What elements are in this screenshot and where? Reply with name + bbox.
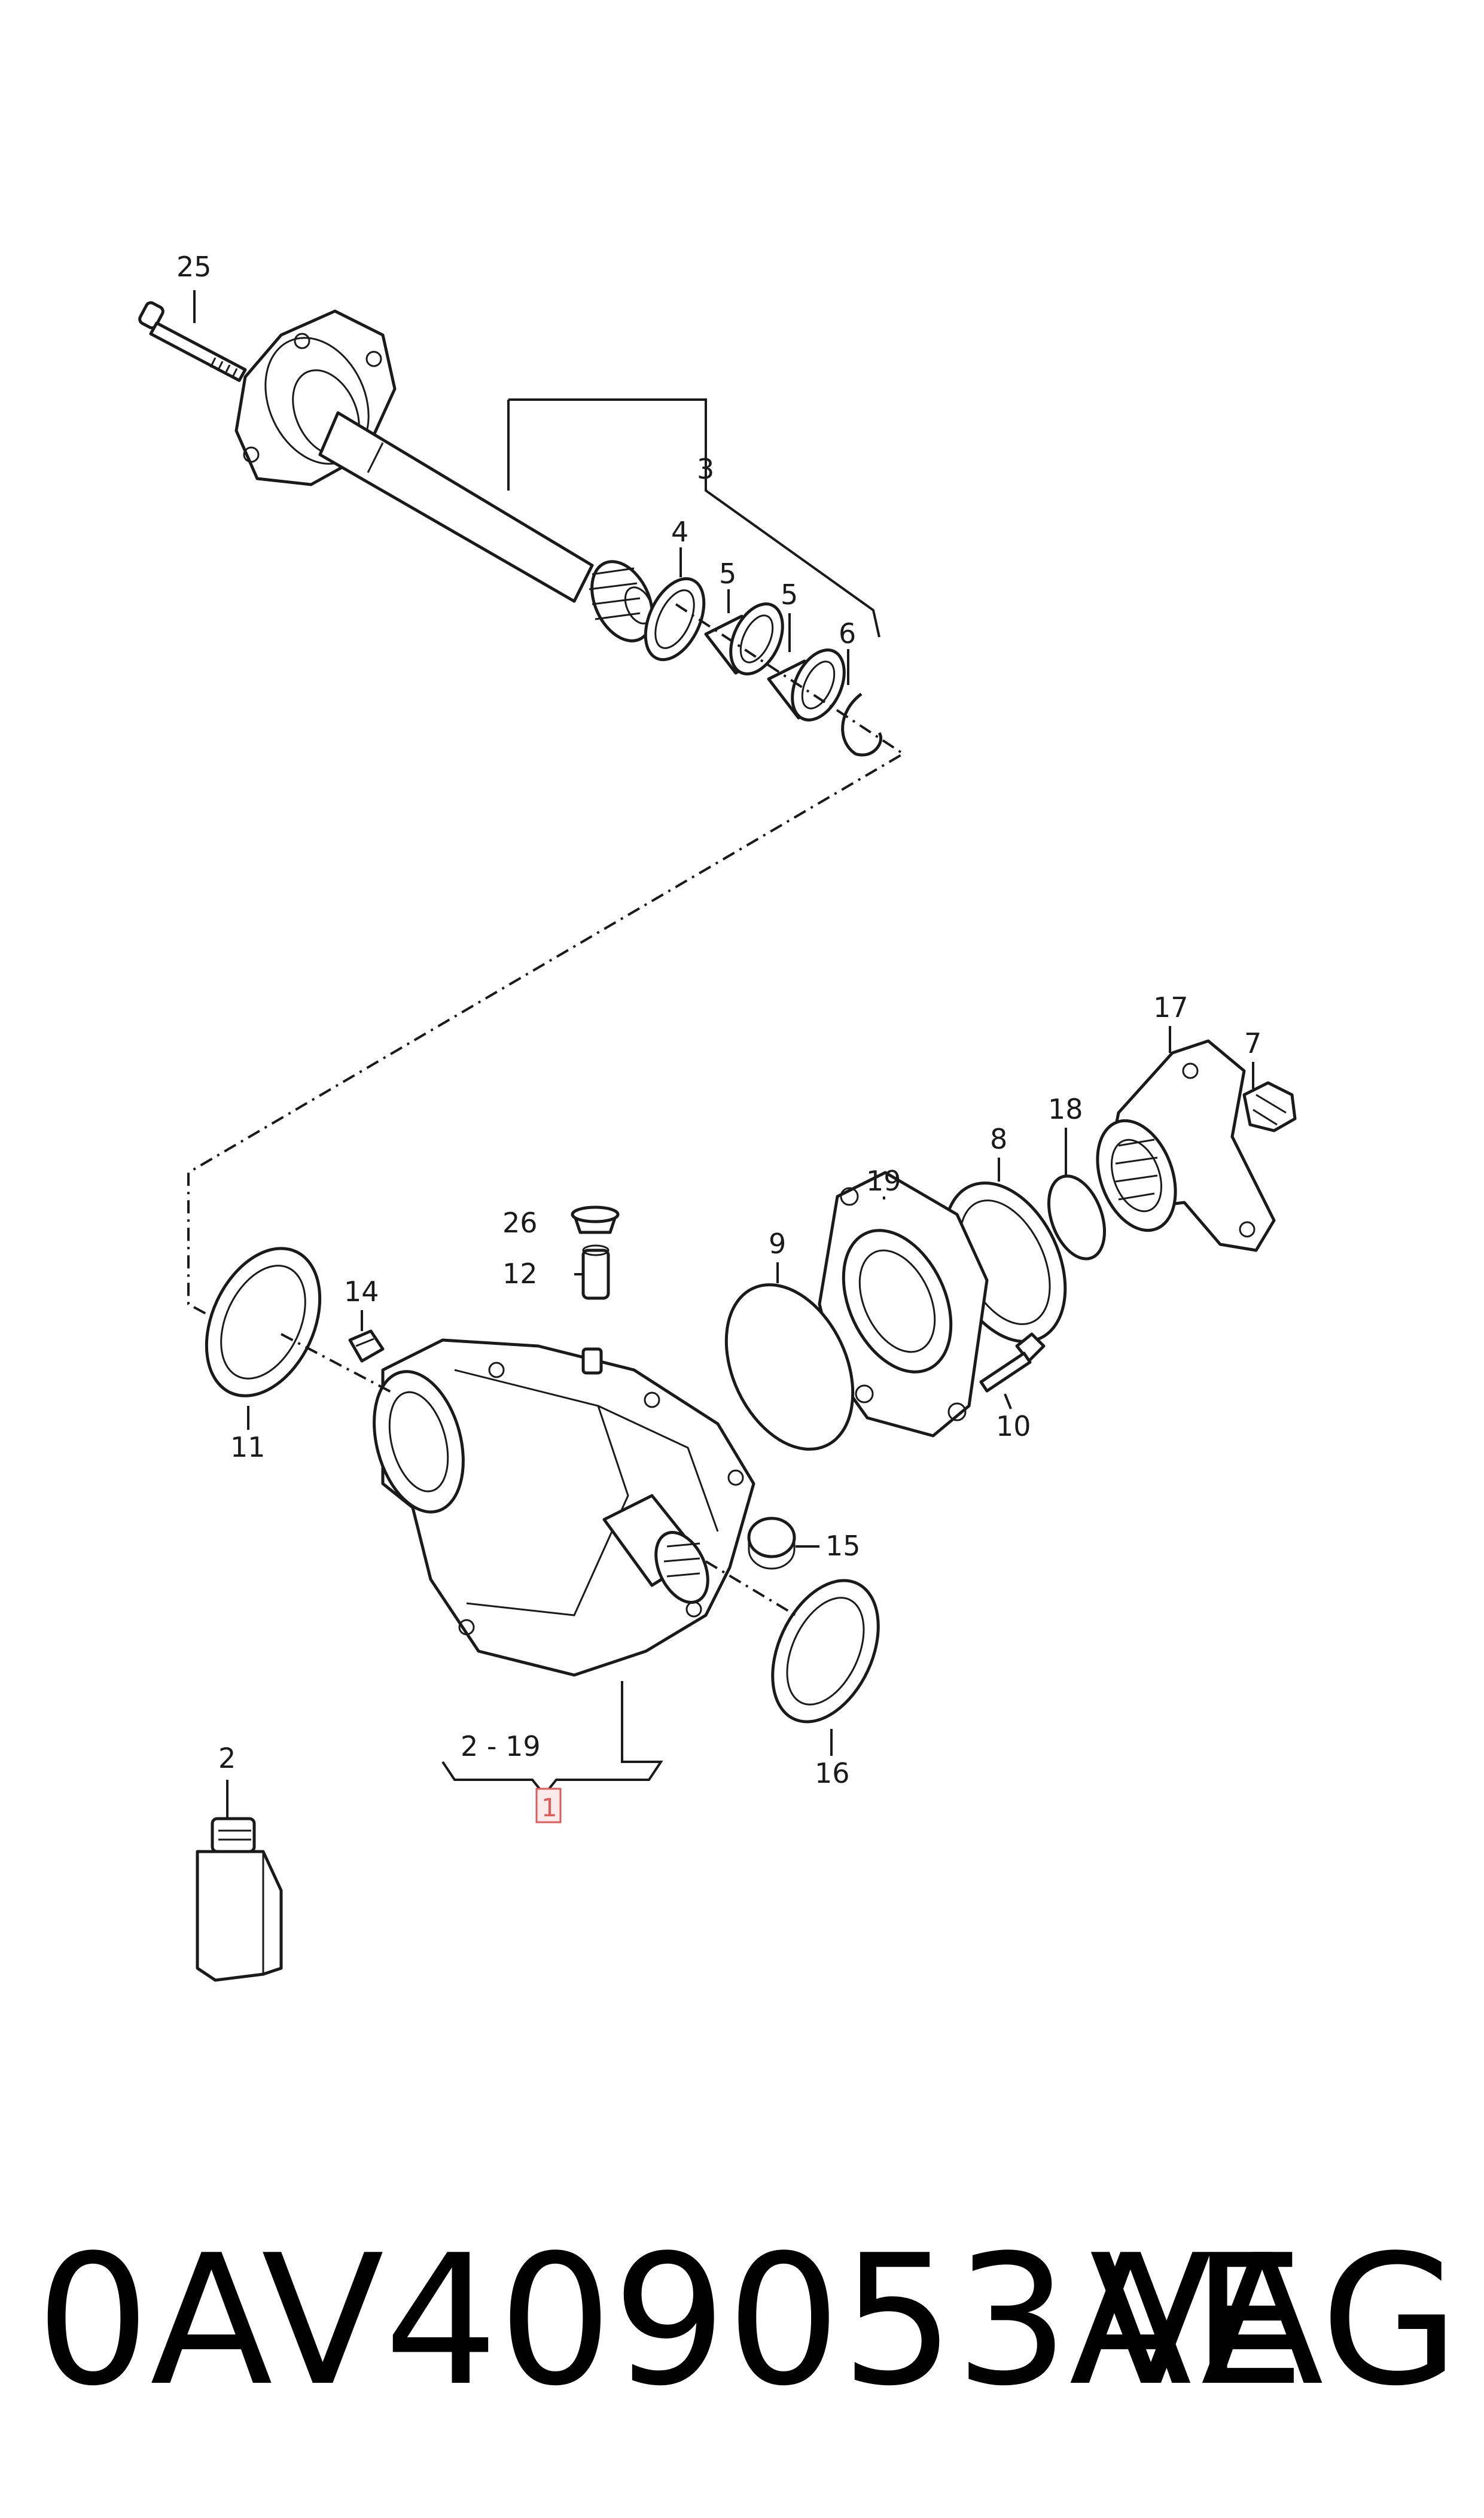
label-7: 7 xyxy=(1244,1027,1261,1059)
label-2-19: 2 - 19 xyxy=(461,1730,541,1762)
bolt-part-25[interactable] xyxy=(138,301,247,382)
brand-name: VAG xyxy=(1089,2216,1459,2425)
label-4: 4 xyxy=(671,516,688,548)
footer-caption: 0AV409053AE VAG xyxy=(36,2213,1459,2429)
label-3: 3 xyxy=(697,453,714,485)
label-26: 26 xyxy=(502,1207,538,1239)
label-5b: 5 xyxy=(781,578,798,611)
bolt-part-10[interactable] xyxy=(979,1332,1046,1393)
label-11: 11 xyxy=(230,1431,266,1463)
circlip-part-6[interactable] xyxy=(841,693,883,757)
assembly-guide-line xyxy=(187,603,906,1323)
o-ring-part-9[interactable] xyxy=(702,1264,878,1469)
label-12: 12 xyxy=(502,1258,538,1290)
seal-part-11[interactable] xyxy=(184,1230,342,1414)
oil-bottle-part-2[interactable] xyxy=(196,1817,283,1982)
plug-part-14[interactable] xyxy=(348,1329,385,1363)
nut-part-7[interactable] xyxy=(1242,1081,1297,1132)
label-10: 10 xyxy=(996,1410,1031,1442)
cover-part-19[interactable] xyxy=(818,1171,989,1438)
needle-bearing-part-5b[interactable] xyxy=(767,642,855,729)
cap-part-15[interactable] xyxy=(747,1517,796,1570)
part-number: 0AV409053AE xyxy=(36,2216,1306,2425)
transfer-case-housing-part-1[interactable] xyxy=(359,1338,755,1677)
label-2: 2 xyxy=(218,1742,236,1774)
label-1-box xyxy=(535,1788,562,1823)
label-19: 19 xyxy=(866,1165,901,1197)
label-17: 17 xyxy=(1153,991,1189,1024)
sleeve-part-12[interactable] xyxy=(581,1244,610,1300)
cap-part-26[interactable] xyxy=(571,1205,620,1234)
needle-bearing-part-5a[interactable] xyxy=(704,596,793,683)
drive-shaft-part-3[interactable] xyxy=(234,309,664,650)
o-ring-part-18[interactable] xyxy=(1038,1168,1115,1266)
label-25: 25 xyxy=(176,251,212,283)
label-5a: 5 xyxy=(719,558,736,590)
seal-ring-part-4[interactable] xyxy=(634,570,716,669)
label-9: 9 xyxy=(769,1228,786,1260)
label-18: 18 xyxy=(1048,1093,1083,1125)
seal-part-16[interactable] xyxy=(751,1564,899,1739)
label-16: 16 xyxy=(815,1757,850,1789)
label-1: 1 xyxy=(541,1793,557,1822)
label-8: 8 xyxy=(990,1123,1007,1155)
label-6: 6 xyxy=(839,617,856,650)
label-14: 14 xyxy=(344,1275,379,1308)
callout-leaders xyxy=(193,290,1254,1819)
output-flange-part-17[interactable] xyxy=(1083,1039,1276,1252)
label-15: 15 xyxy=(825,1530,861,1562)
